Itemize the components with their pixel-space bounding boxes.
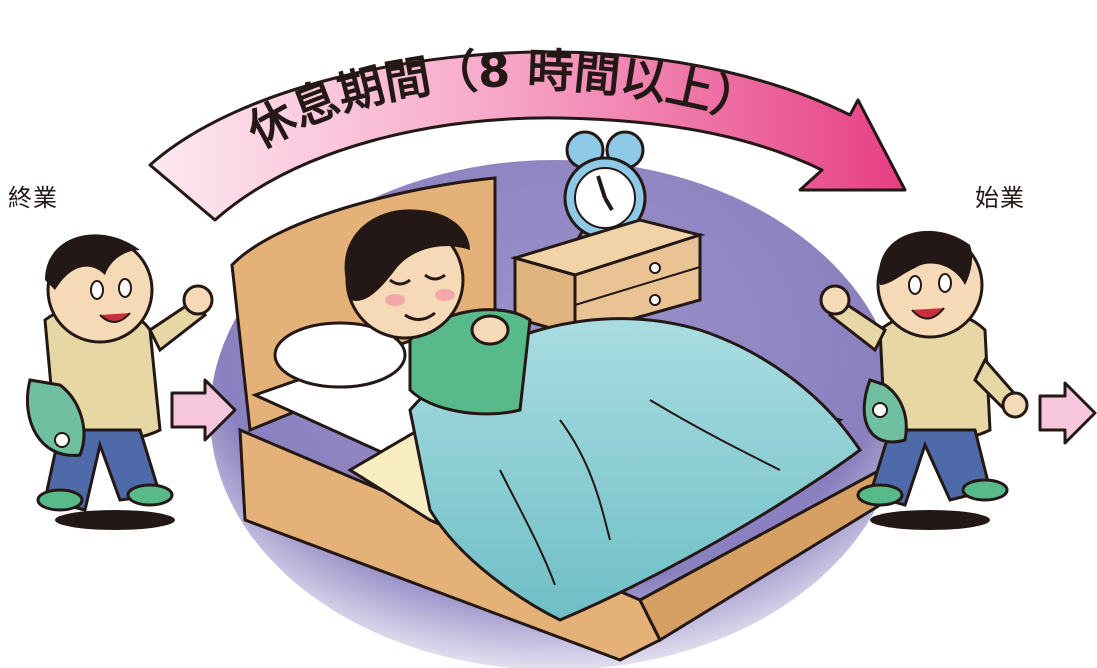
rest-period-banner [148, 50, 907, 222]
man-starting-work [819, 230, 1029, 530]
end-of-work-label: 終業 [8, 184, 58, 212]
alarm-clock-icon [563, 130, 647, 247]
sleeping-man [344, 209, 532, 416]
right-arrow-icon [170, 378, 237, 442]
man-leaving-work [25, 234, 214, 530]
right-arrow-icon [1038, 381, 1097, 445]
nightstand [509, 218, 706, 337]
start-of-work-label: 始業 [975, 184, 1025, 212]
